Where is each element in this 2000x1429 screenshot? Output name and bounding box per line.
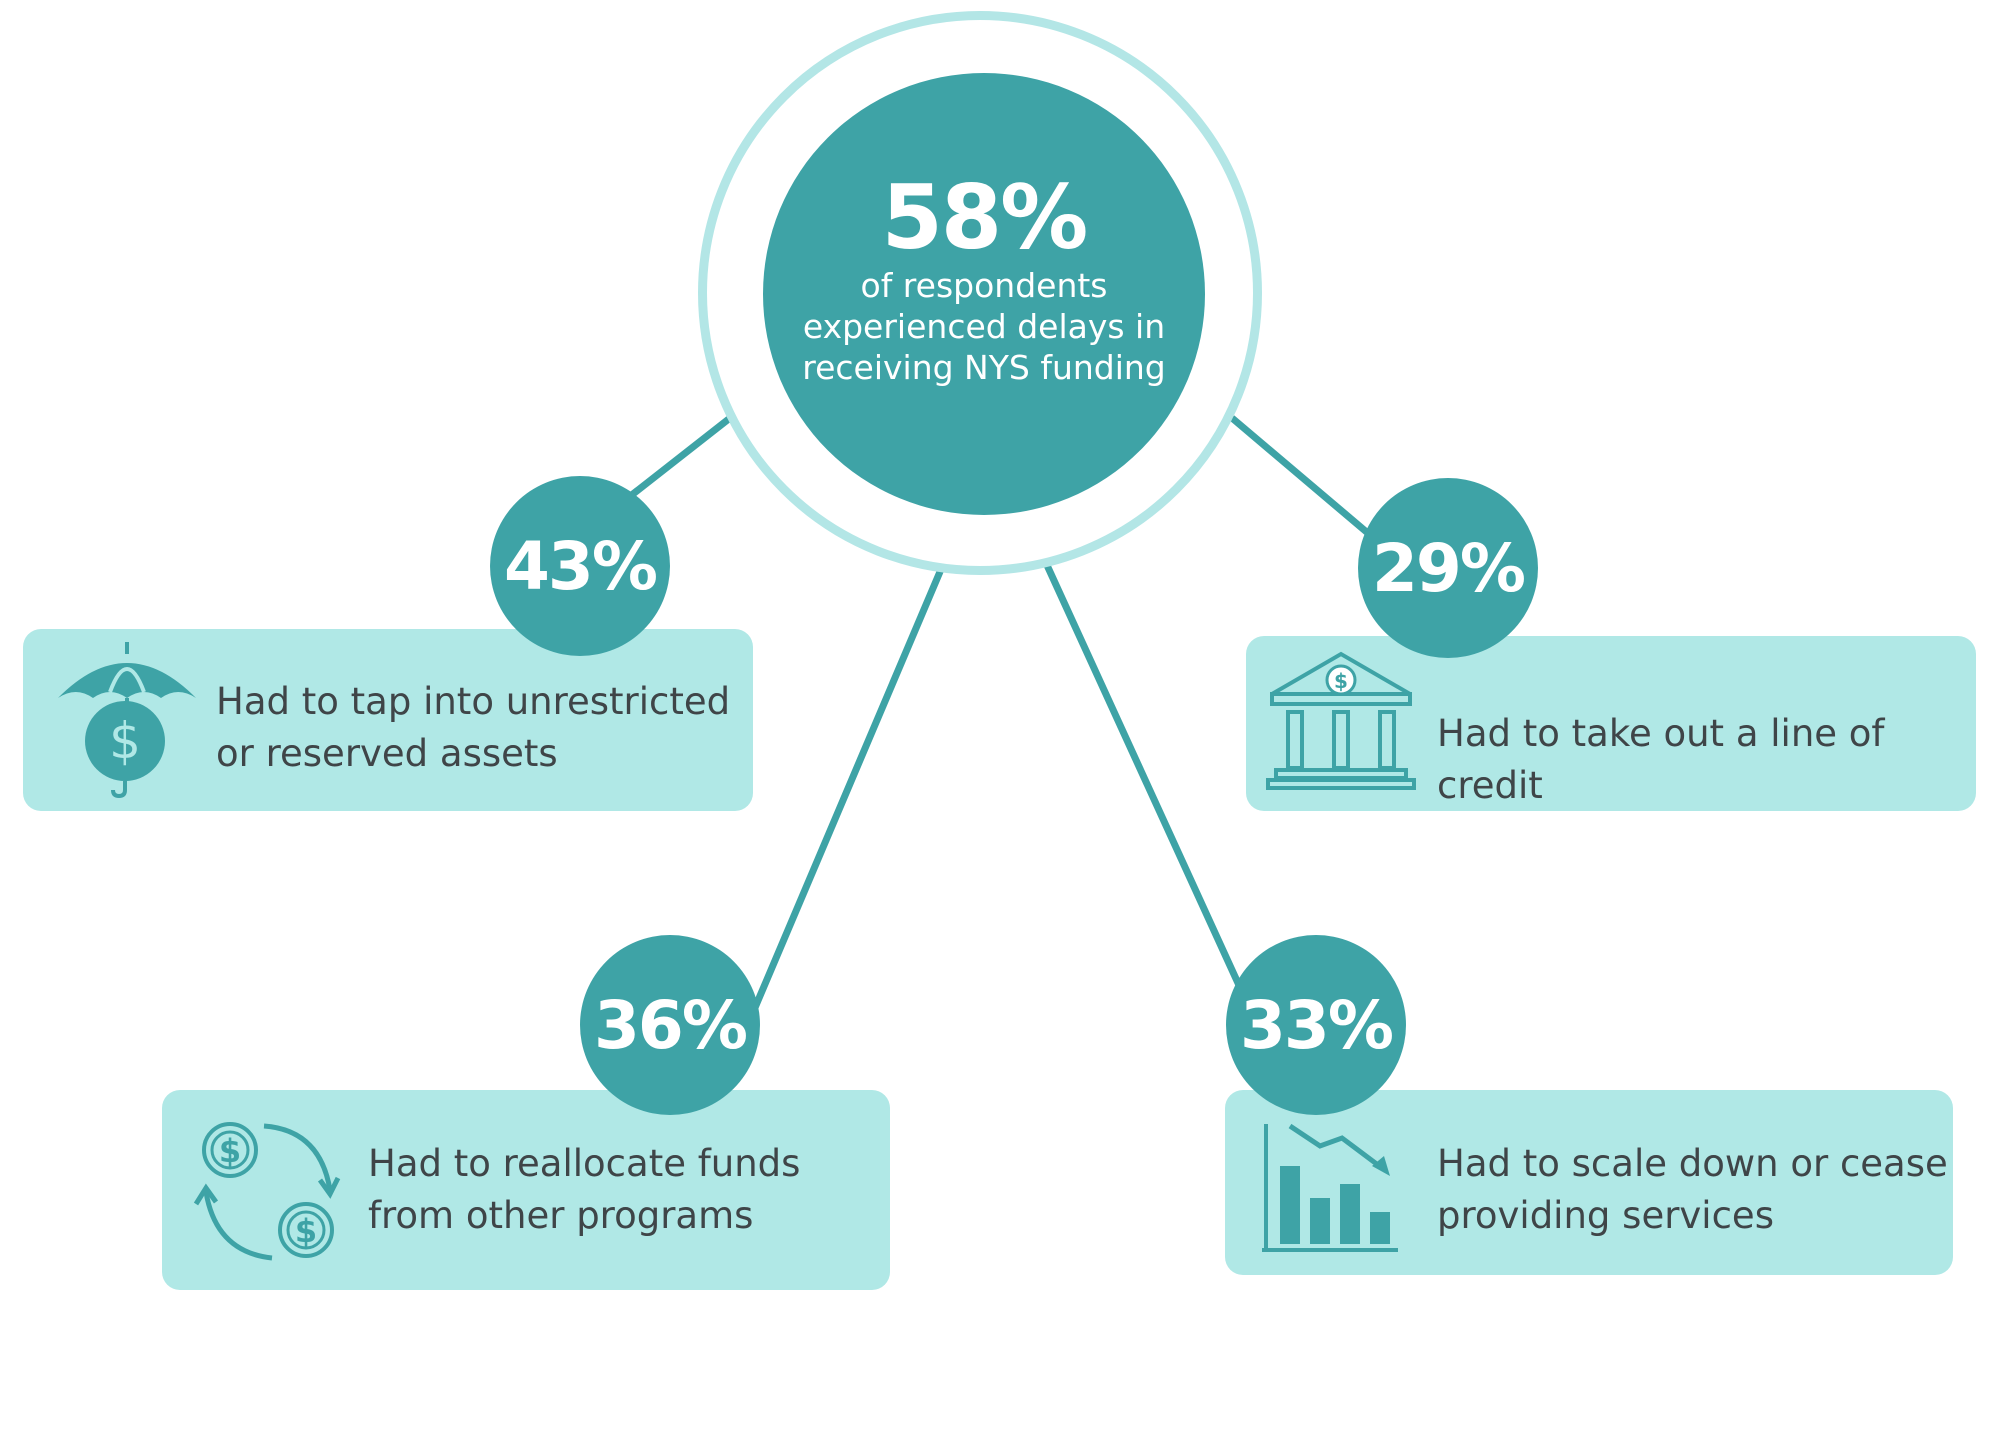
connector-line-36 xyxy=(750,565,946,1012)
svg-text:$: $ xyxy=(219,1132,241,1170)
stat-label-line1: Had to take out a line of credit xyxy=(1437,712,1885,807)
svg-text:$: $ xyxy=(109,712,141,770)
stat-label-line1: Had to scale down or cease xyxy=(1437,1142,1948,1185)
stat-label-line1: Had to tap into unrestricted xyxy=(216,680,731,723)
cycle-dollars-icon: $ $ xyxy=(193,1122,341,1261)
stat-label-unrestricted-assets: Had to tap into unrestricted or reserved… xyxy=(216,676,730,780)
stat-label-reallocate-funds: Had to reallocate funds from other progr… xyxy=(368,1138,800,1242)
stat-label-scale-down-services: Had to scale down or cease providing ser… xyxy=(1437,1138,1948,1242)
connector-line-29 xyxy=(1229,415,1379,543)
connector-line-33 xyxy=(1042,561,1252,1007)
stat-percent-36: 36% xyxy=(580,935,760,1115)
stat-label-line2: providing services xyxy=(1437,1194,1774,1237)
center-description: of respondents experienced delays in rec… xyxy=(802,266,1166,387)
umbrella-dollar-icon: $ xyxy=(58,642,196,798)
center-circle: 58% of respondents experienced delays in… xyxy=(763,73,1205,515)
stat-label-line1: Had to reallocate funds xyxy=(368,1142,801,1185)
bank-icon: $ xyxy=(1266,651,1416,790)
stat-percent-43: 43% xyxy=(490,476,670,656)
svg-text:$: $ xyxy=(1334,669,1348,693)
declining-chart-icon xyxy=(1262,1123,1398,1252)
stat-card-reallocate-funds xyxy=(162,1090,890,1290)
stat-label-line-of-credit: Had to take out a line of credit xyxy=(1437,708,2000,812)
center-percent: 58% xyxy=(881,166,1089,269)
svg-text:$: $ xyxy=(295,1212,317,1250)
stat-label-line2: from other programs xyxy=(368,1194,754,1237)
stat-label-line2: or reserved assets xyxy=(216,732,558,775)
stat-card-scale-down-services xyxy=(1225,1090,1953,1275)
stat-percent-29: 29% xyxy=(1358,478,1538,658)
stat-percent-33: 33% xyxy=(1226,935,1406,1115)
